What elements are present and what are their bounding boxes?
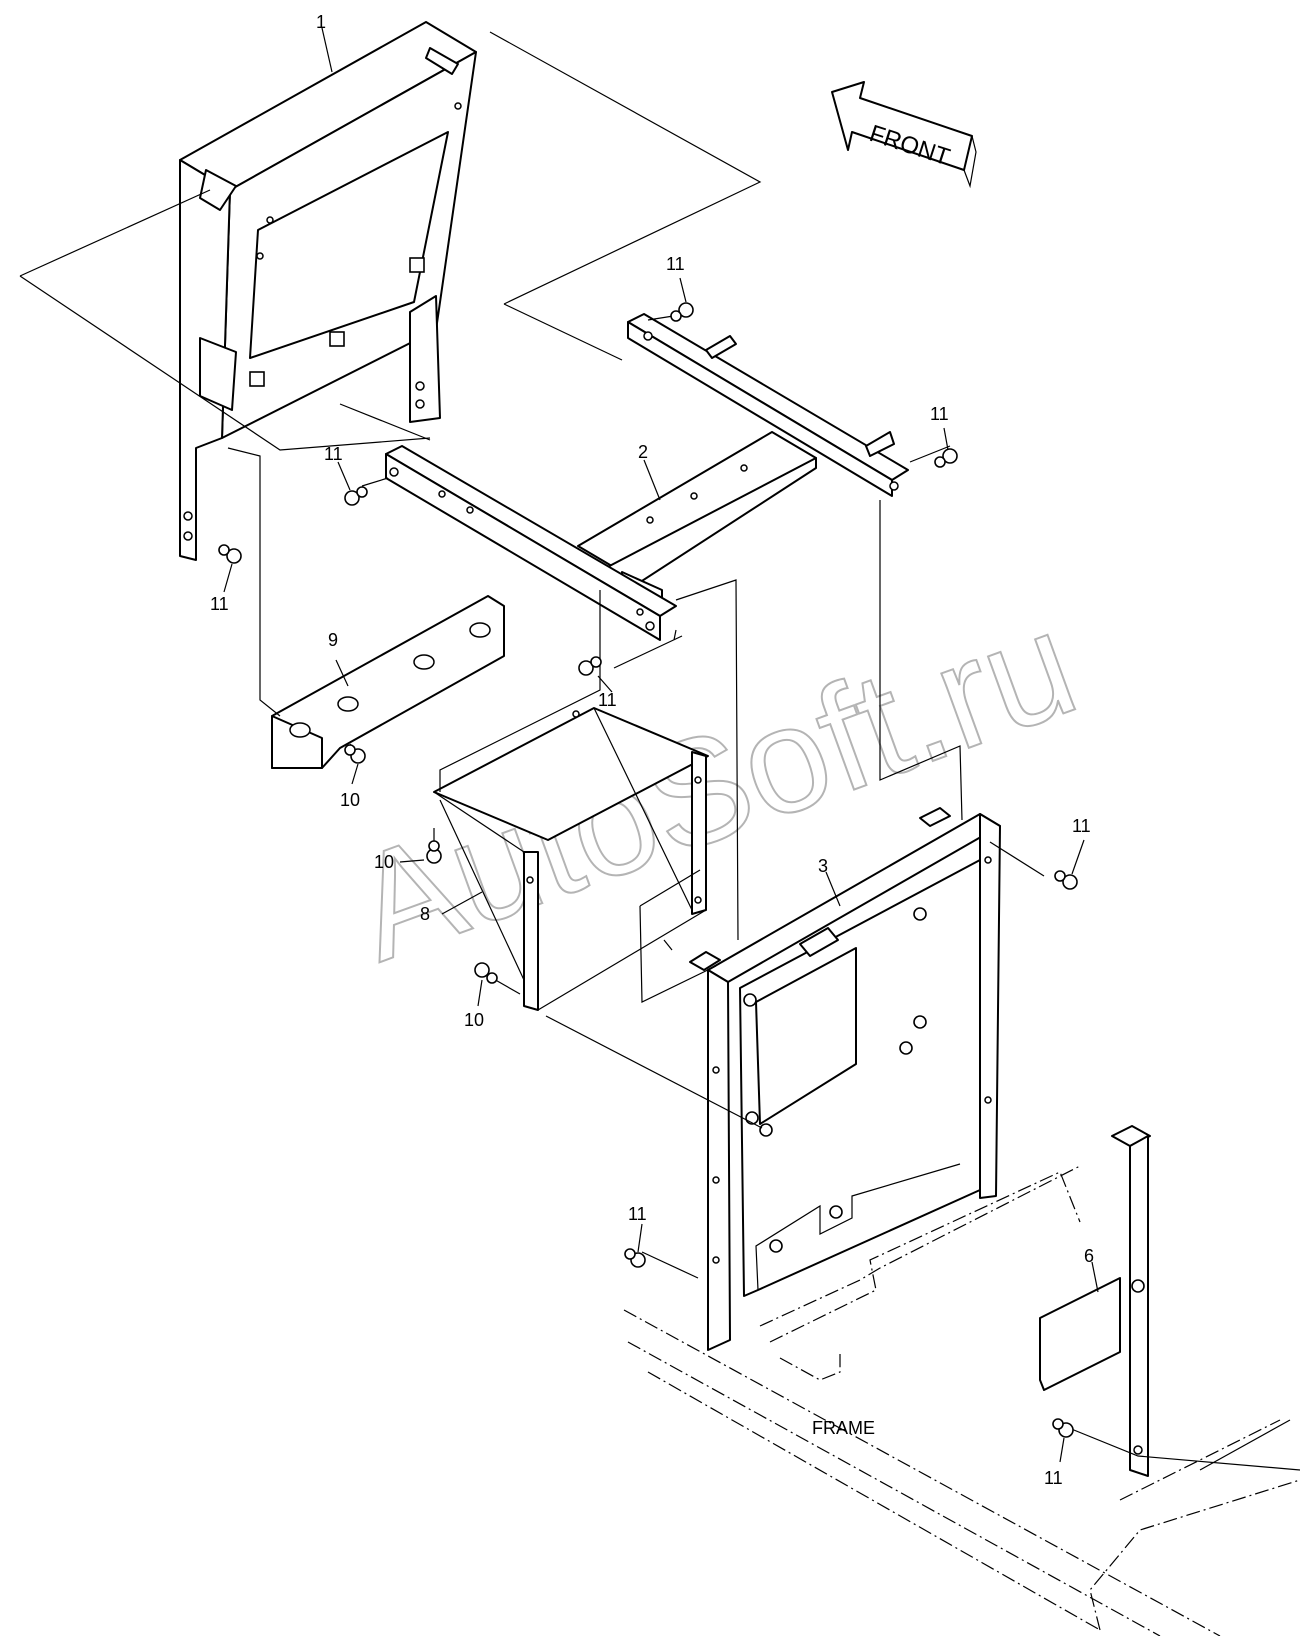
- callout-11-g: 11: [628, 1204, 647, 1224]
- callout-11-c: 11: [324, 444, 343, 464]
- callout-11-a: 11: [666, 254, 685, 274]
- front-arrow: FRONT: [831, 81, 977, 189]
- vehicle-frame: FRAME: [623, 1165, 1301, 1636]
- callout-10-c: 10: [464, 1010, 484, 1030]
- callout-11-b: 11: [930, 404, 949, 424]
- bolt-11-g: [624, 1248, 646, 1268]
- callout-3: 3: [818, 856, 828, 876]
- part-8-baffle: [433, 707, 709, 1011]
- bolt-11-c: [344, 486, 368, 506]
- part-6-stay-bracket: [1039, 1125, 1151, 1477]
- bolt-10-a: [344, 744, 366, 764]
- bolt-11-f: [1054, 870, 1078, 890]
- callout-10-b: 10: [374, 852, 394, 872]
- callout-leaders: [223, 27, 1099, 1463]
- part-9-foam-strip: [271, 595, 505, 769]
- part-1-shroud: [179, 21, 477, 561]
- bolt-11-h: [1052, 1418, 1074, 1438]
- bolt-11-b: [934, 448, 958, 468]
- bolt-10-c: [474, 962, 498, 984]
- bolt-10-b: [426, 840, 442, 864]
- callout-1: 1: [316, 12, 326, 32]
- callout-11-h: 11: [1044, 1468, 1063, 1488]
- bolts: [218, 302, 1078, 1438]
- frame-label: FRAME: [812, 1418, 875, 1438]
- support-rail: [385, 445, 677, 641]
- callout-10-a: 10: [340, 790, 360, 810]
- callouts: 1 2 3 6 8 9 10 10 10 11 11 11 11 11 11 1…: [210, 12, 1094, 1488]
- callout-2: 2: [638, 442, 648, 462]
- callout-11-d: 11: [210, 594, 229, 614]
- bolt-11-a: [670, 302, 694, 322]
- callout-9: 9: [328, 630, 338, 650]
- callout-8: 8: [420, 904, 430, 924]
- callout-11-e: 11: [598, 690, 617, 710]
- callout-11-f: 11: [1072, 816, 1091, 836]
- part-2-crossmember: [577, 313, 909, 601]
- part-3-support-frame: [689, 807, 1001, 1351]
- bolt-11-e: [578, 656, 602, 676]
- callout-6: 6: [1084, 1246, 1094, 1266]
- bolt-11-d: [218, 544, 242, 564]
